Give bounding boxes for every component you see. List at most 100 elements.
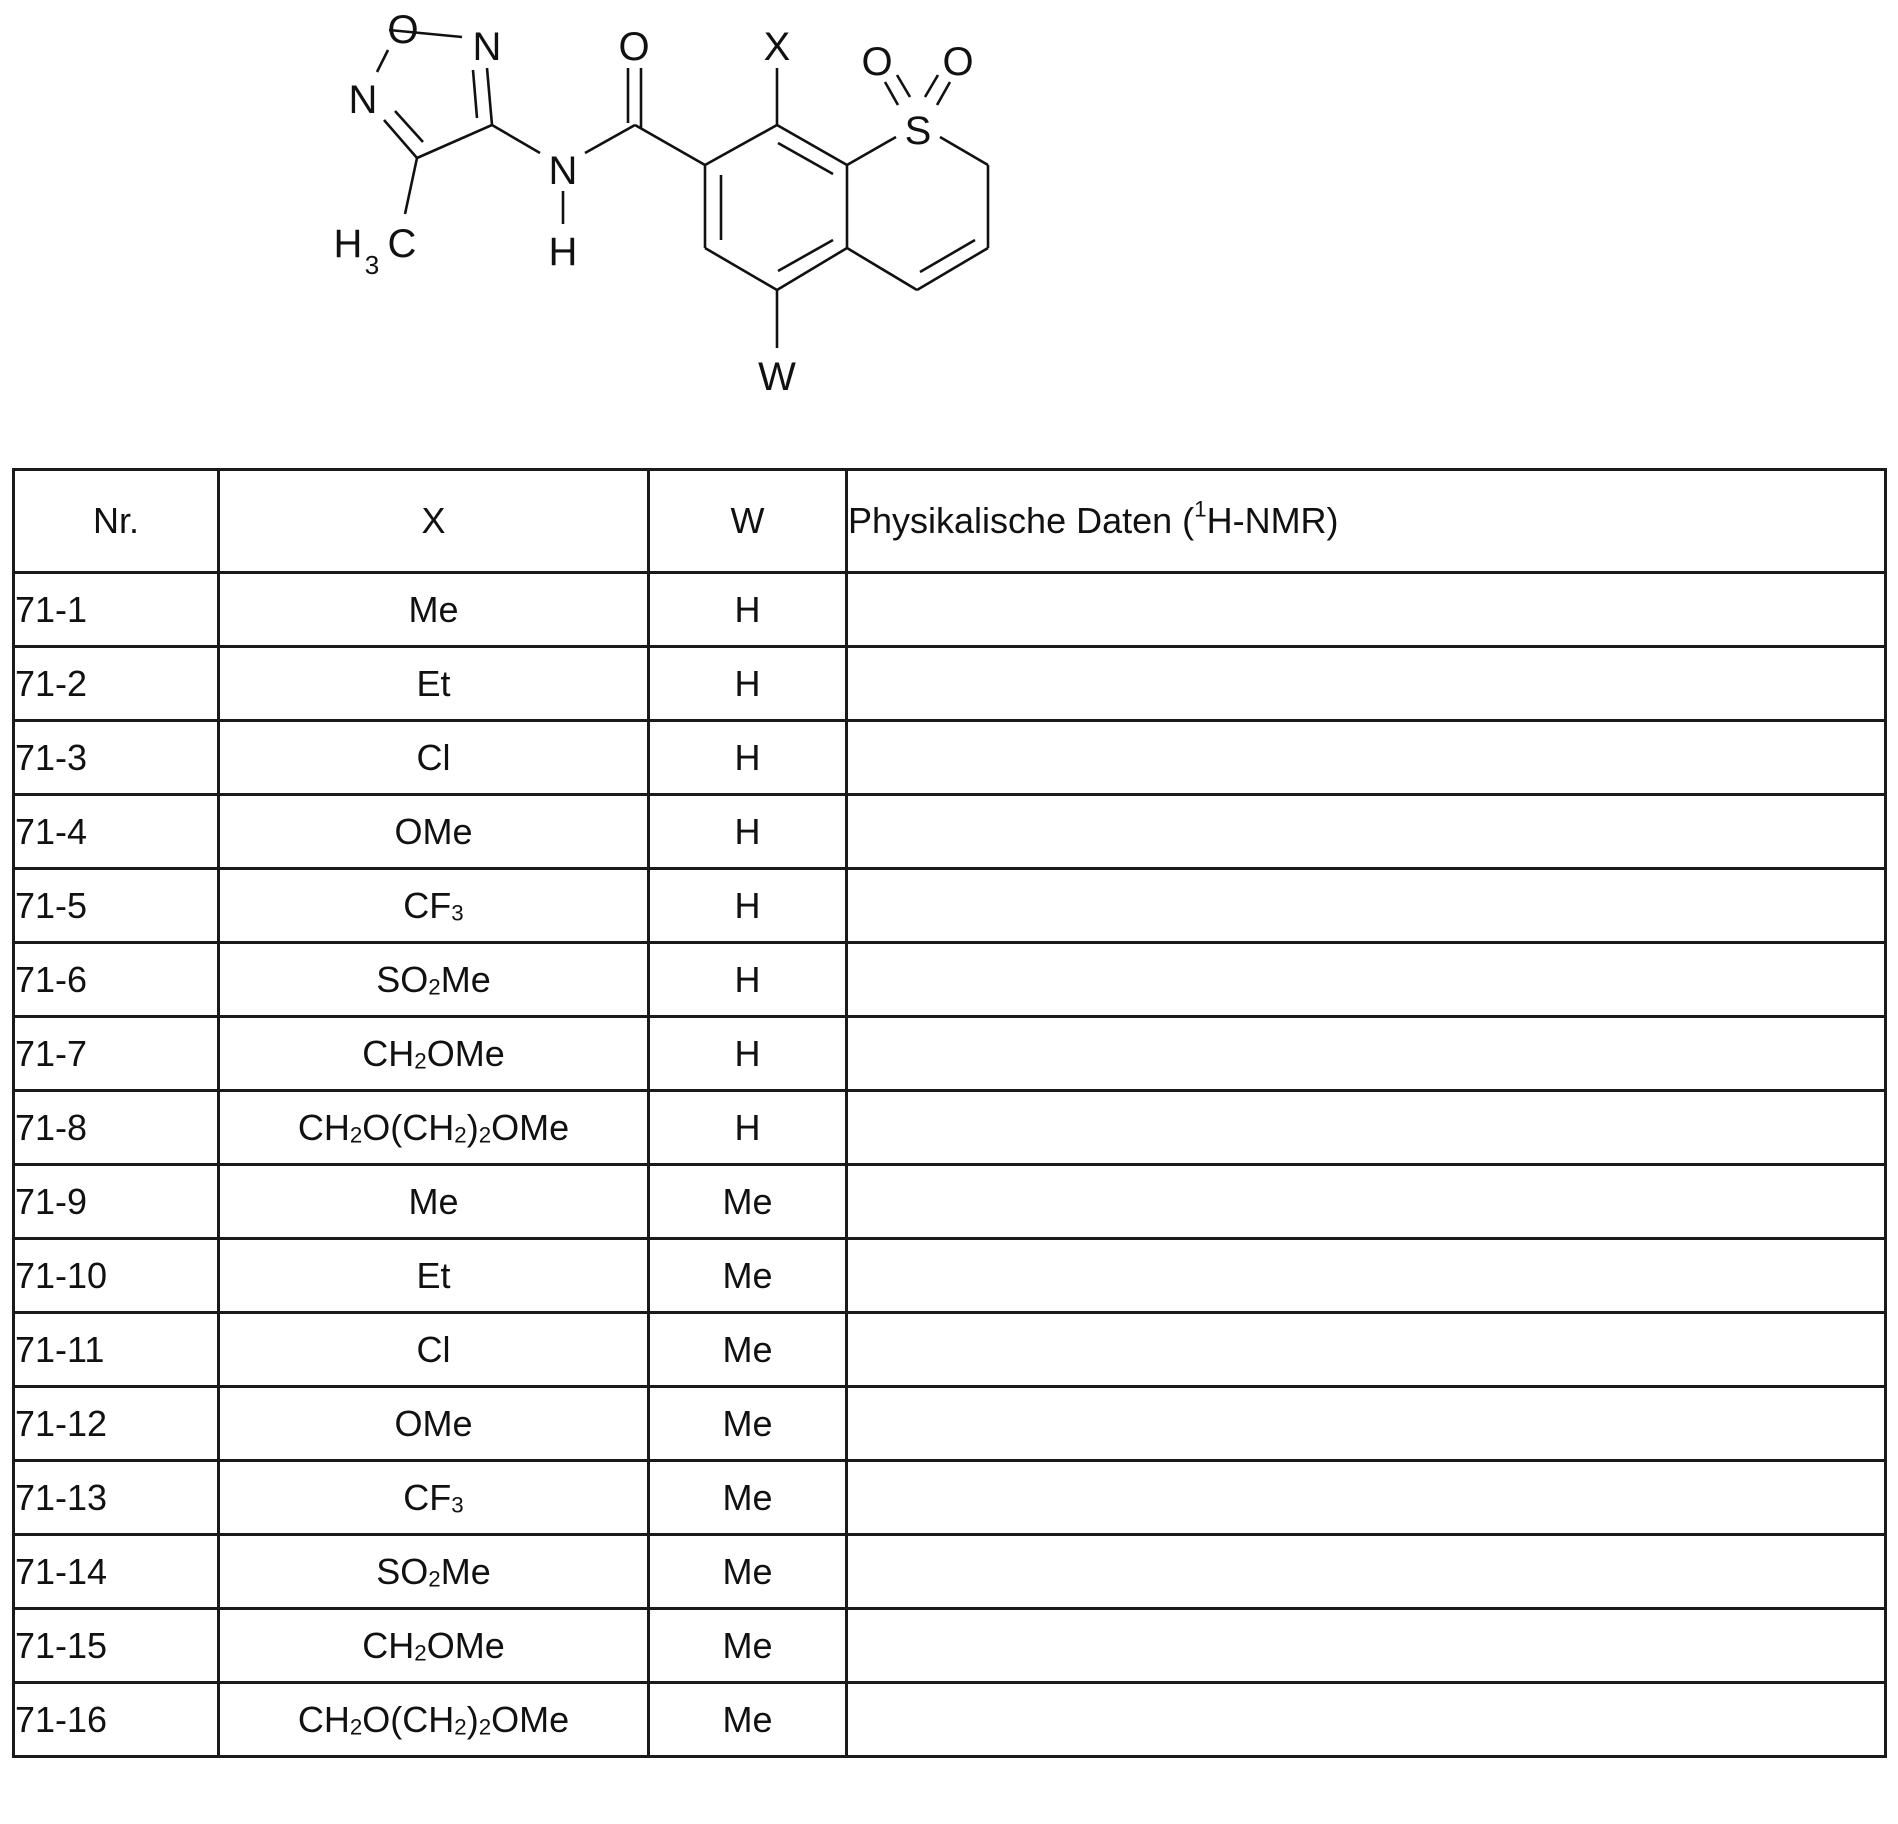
- formula-subscript: 2: [414, 1640, 427, 1666]
- header-nr: Nr.: [12, 468, 220, 574]
- table-header-row: Nr. X W Physikalische Daten (1H-NMR): [12, 468, 1887, 574]
- atom-label-ring-n-left: N: [349, 78, 378, 122]
- cell-x: Et: [217, 1237, 650, 1314]
- atom-label-sulfonyl-o1: O: [861, 40, 892, 84]
- cell-physical-data: [845, 1607, 1887, 1684]
- atom-label-carbonyl-o: O: [618, 25, 649, 69]
- atom-label-sulfonyl-o2: O: [942, 40, 973, 84]
- cell-nr: 71-3: [12, 719, 220, 796]
- formula-text: CF: [403, 1476, 452, 1518]
- cell-nr: 71-6: [12, 941, 220, 1018]
- cell-w: H: [647, 571, 848, 648]
- cell-nr: 71-2: [12, 645, 220, 722]
- formula-text: OMe: [491, 1698, 570, 1740]
- header-physical-prefix: Physikalische Daten (: [848, 500, 1195, 541]
- atom-label-ring-o: O: [387, 8, 418, 52]
- cell-w: Me: [647, 1385, 848, 1462]
- cell-x: CH2OMe: [217, 1015, 650, 1092]
- formula-text: CH: [297, 1698, 350, 1740]
- cell-w: H: [647, 867, 848, 944]
- chemical-structure: O N N H 3 C N H O X W S O O: [334, 8, 990, 399]
- cell-nr: 71-1: [12, 571, 220, 648]
- substituent-w-label: W: [758, 355, 796, 399]
- header-physical-sup: 1: [1194, 496, 1207, 522]
- cell-x: CF3: [217, 867, 650, 944]
- cell-x: SO2Me: [217, 1533, 650, 1610]
- cell-w: H: [647, 793, 848, 870]
- formula-text: ): [466, 1698, 479, 1740]
- formula-text: Me: [440, 1550, 491, 1592]
- atom-label-amide-h: H: [549, 230, 578, 274]
- formula-text: Me: [408, 1180, 459, 1222]
- cell-x: Me: [217, 1163, 650, 1240]
- atom-label-amide-n: N: [549, 149, 578, 193]
- cell-physical-data: [845, 1015, 1887, 1092]
- substituent-x-label: X: [764, 25, 791, 69]
- formula-text: Me: [440, 958, 491, 1000]
- formula-text: OMe: [394, 1402, 473, 1444]
- formula-subscript: 2: [454, 1122, 467, 1148]
- bonds: [375, 28, 990, 348]
- cell-physical-data: [845, 1163, 1887, 1240]
- cell-physical-data: [845, 941, 1887, 1018]
- formula-subscript: 2: [349, 1122, 363, 1148]
- cell-physical-data: [845, 793, 1887, 870]
- formula-text: O(CH: [362, 1698, 455, 1740]
- formula-text: Et: [416, 662, 451, 704]
- cell-physical-data: [845, 571, 1887, 648]
- cell-x: CH2OMe: [217, 1607, 650, 1684]
- cell-x: SO2Me: [217, 941, 650, 1018]
- formula-text: Cl: [416, 736, 451, 778]
- cell-w: Me: [647, 1533, 848, 1610]
- cell-nr: 71-5: [12, 867, 220, 944]
- atom-label-methyl-h: H: [334, 222, 363, 266]
- cell-nr: 71-10: [12, 1237, 220, 1314]
- cell-physical-data: [845, 867, 1887, 944]
- cell-w: H: [647, 719, 848, 796]
- table-row: 71-9 Me Me: [12, 1163, 1887, 1240]
- formula-subscript: 3: [451, 1492, 464, 1518]
- cell-nr: 71-4: [12, 793, 220, 870]
- formula-subscript: 2: [428, 974, 441, 1000]
- cell-nr: 71-15: [12, 1607, 220, 1684]
- cell-x: Cl: [217, 719, 650, 796]
- formula-text: OMe: [394, 810, 473, 852]
- cell-nr: 71-9: [12, 1163, 220, 1240]
- cell-w: Me: [647, 1311, 848, 1388]
- cell-w: Me: [647, 1237, 848, 1314]
- cell-w: Me: [647, 1607, 848, 1684]
- cell-w: Me: [647, 1459, 848, 1536]
- cell-x: CH2O(CH2)2OMe: [217, 1681, 650, 1758]
- formula-text: OMe: [426, 1032, 505, 1074]
- cell-nr: 71-8: [12, 1089, 220, 1166]
- formula-subscript: 2: [478, 1714, 492, 1740]
- cell-w: H: [647, 941, 848, 1018]
- compound-table: Nr. X W Physikalische Daten (1H-NMR) 71-…: [12, 468, 1887, 1758]
- table-row: 71-4 OMe H: [12, 793, 1887, 870]
- cell-physical-data: [845, 1385, 1887, 1462]
- formula-subscript: 2: [428, 1566, 441, 1592]
- cell-w: Me: [647, 1681, 848, 1758]
- cell-x: CF3: [217, 1459, 650, 1536]
- cell-w: Me: [647, 1163, 848, 1240]
- formula-text: CF: [403, 884, 452, 926]
- formula-text: OMe: [491, 1106, 570, 1148]
- table-row: 71-12 OMe Me: [12, 1385, 1887, 1462]
- atom-label-sulfur: S: [905, 109, 932, 153]
- formula-text: O(CH: [362, 1106, 455, 1148]
- atom-label-methyl-c: C: [388, 222, 417, 266]
- cell-w: H: [647, 645, 848, 722]
- header-physical-suffix: H-NMR): [1206, 500, 1339, 541]
- cell-nr: 71-12: [12, 1385, 220, 1462]
- cell-physical-data: [845, 719, 1887, 796]
